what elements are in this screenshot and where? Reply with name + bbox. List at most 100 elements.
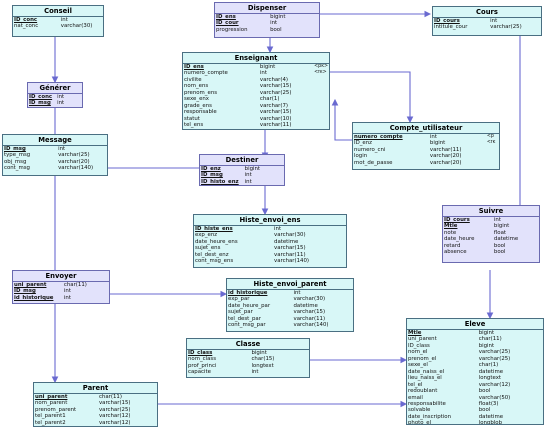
attribute-name: ID_cour — [216, 20, 239, 27]
attribute-name: Mtle — [444, 223, 458, 230]
attribute-type: varchar(15) — [293, 309, 326, 316]
attribute-name: tel_parent2 — [35, 419, 66, 426]
attribute-type: varchar(10) — [259, 115, 292, 122]
attribute-type: int — [63, 294, 71, 301]
attribute-name: numero_cni — [354, 146, 386, 153]
attribute-type: datetime — [493, 236, 519, 243]
attribute-name: ID_conc — [14, 17, 38, 23]
attribute-type: bigint — [478, 342, 495, 349]
attribute-name: date_heure_par — [228, 302, 271, 309]
attribute-name: id_historique — [228, 290, 268, 296]
attribute-type: varchar(15) — [274, 245, 306, 252]
attribute-name: mot_de_passe — [354, 159, 393, 166]
attribute-name: ID_ens — [184, 64, 204, 70]
attribute-name: nom_parent — [35, 400, 68, 407]
attribute-type: datetime — [293, 302, 318, 309]
entity-title: Envoyer — [45, 272, 77, 280]
attribute-type: varchar(20) — [429, 153, 462, 160]
entity-title: Dispenser — [247, 4, 287, 12]
attribute-name: sujet_par — [228, 309, 253, 316]
attribute-type: int — [63, 288, 71, 295]
entity-title: Cours — [476, 8, 498, 16]
attribute-type: char(11) — [478, 336, 502, 343]
attribute-type: datetime — [274, 238, 299, 245]
attribute-type: varchar(30) — [293, 296, 326, 303]
attribute-name: ID_class — [408, 342, 430, 349]
attribute-name: date_naiss_el — [408, 368, 445, 375]
attribute-name: statut — [184, 115, 200, 122]
attribute-row: date_heure_par datetime — [227, 303, 353, 309]
attribute-name: ID_cours — [444, 217, 470, 223]
attribute-name: photo_el — [408, 420, 432, 425]
attribute-name: ID_msg — [4, 146, 26, 152]
attribute-type: varchar(25) — [478, 355, 511, 362]
entity-title: Histe_envoi_parent — [253, 280, 327, 288]
attribute-type: varchar(20) — [429, 159, 462, 166]
attribute-name: tel_ens — [184, 122, 204, 129]
attribute-name: responsable — [184, 109, 217, 116]
attribute-name: ID_histo_enz — [201, 178, 239, 185]
attribute-name: note — [444, 229, 457, 236]
attribute-name: progression — [216, 26, 248, 33]
attribute-type: varchar(12) — [478, 381, 511, 388]
attribute-name: prenom_el — [408, 355, 437, 362]
attribute-type: bigint — [478, 330, 495, 336]
entity-title: Générer — [39, 84, 71, 92]
key-flag: <pk> — [314, 64, 328, 69]
attribute-name: exp_enz — [195, 232, 218, 239]
attribute-type: longblob — [478, 420, 502, 425]
attribute-type: longtext — [478, 375, 501, 382]
attribute-type: int — [58, 146, 66, 152]
attribute-name: tel_dest_enz — [195, 251, 229, 258]
attribute-name: sexe_el — [408, 362, 428, 369]
attribute-type: varchar(7) — [259, 102, 289, 109]
attribute-name: nom_class — [188, 356, 217, 363]
attribute-type: char(1) — [478, 362, 499, 369]
attribute-type: int — [270, 20, 278, 27]
attribute-type: varchar(140) — [58, 165, 94, 172]
attribute-type: bool — [493, 242, 506, 249]
attribute-row: sujet_par varchar(15) — [227, 309, 353, 315]
attribute-type: varchar(15) — [98, 400, 131, 407]
attribute-name: nom_ens — [184, 83, 209, 90]
attribute-type: bigint — [429, 140, 446, 147]
attribute-name: ID_class — [188, 350, 213, 356]
attribute-type: int — [259, 70, 267, 77]
attribute-type: int — [57, 100, 65, 107]
attribute-name: exp_par — [228, 296, 250, 303]
